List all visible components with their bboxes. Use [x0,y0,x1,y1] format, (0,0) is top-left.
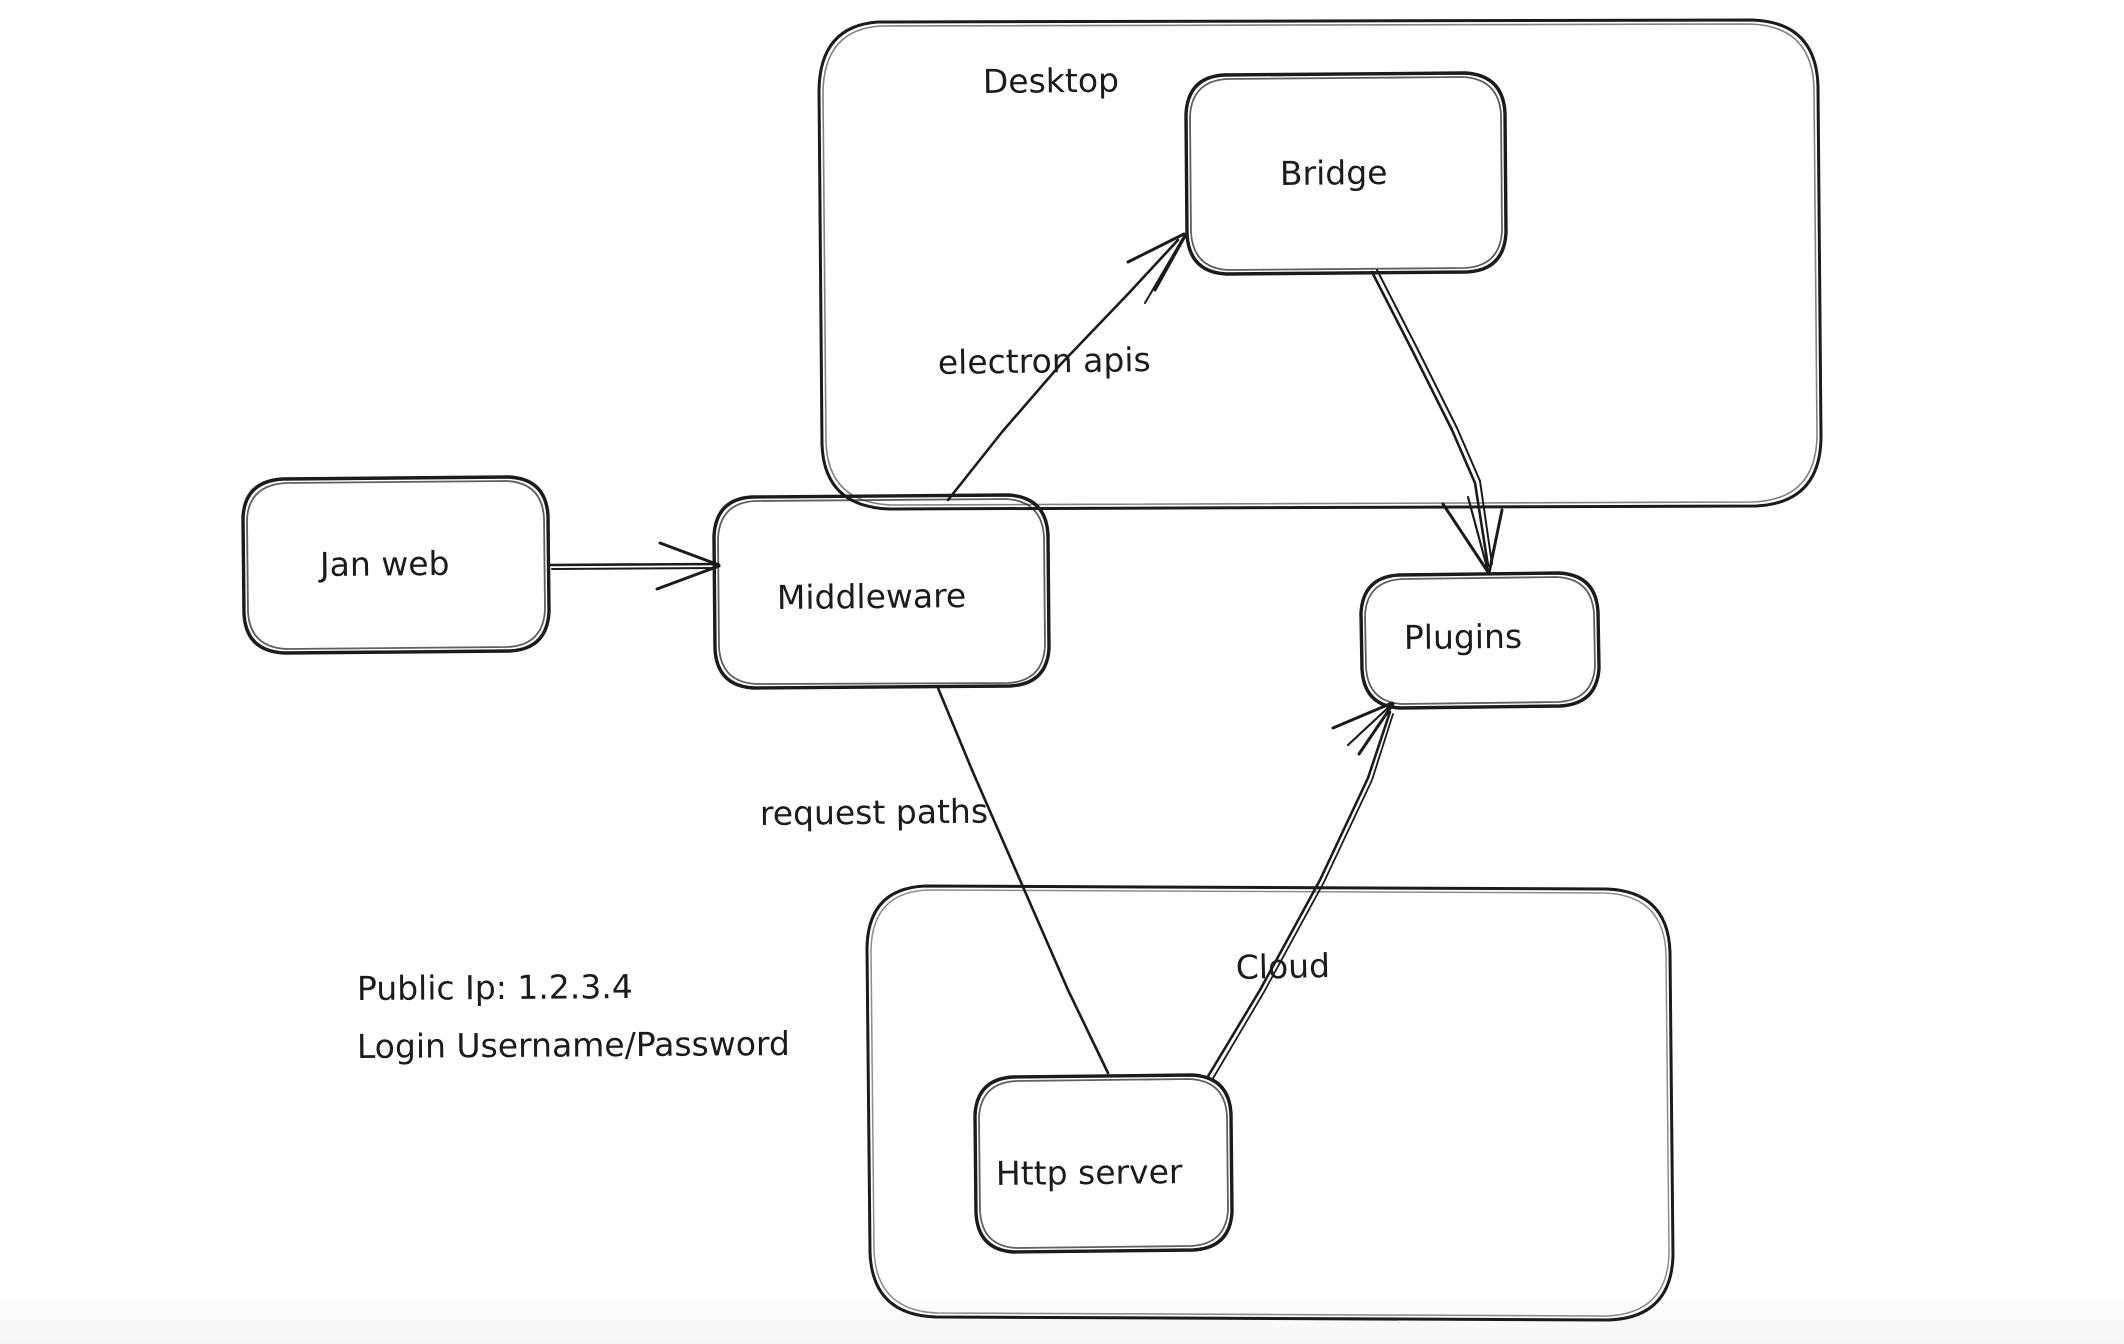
node-http-server-label: Http server [996,1152,1183,1193]
node-jan-web-label: Jan web [318,544,450,584]
node-middleware-label: Middleware [777,576,967,617]
group-cloud[interactable] [865,884,1675,1322]
edge-label-request-paths: request paths [760,792,989,833]
node-middleware[interactable]: Middleware [712,493,1051,690]
edge-middleware-to-bridge[interactable]: electron apis [938,232,1187,502]
node-bridge-label: Bridge [1280,153,1388,193]
edge-janweb-to-middleware[interactable] [547,541,721,591]
node-plugins[interactable]: Plugins [1359,571,1601,710]
edge-bridge-to-plugins[interactable] [1370,269,1504,575]
node-jan-web[interactable]: Jan web [241,475,551,655]
node-bridge[interactable]: Bridge [1184,71,1508,276]
group-desktop-label: Desktop [983,61,1119,101]
note-login: Login Username/Password [357,1024,790,1066]
node-http-server[interactable]: Http server [973,1073,1234,1254]
node-plugins-label: Plugins [1404,617,1523,657]
edge-httpserver-to-plugins[interactable]: Cloud [1205,701,1395,1081]
notes-block[interactable]: Public Ip: 1.2.3.4 Login Username/Passwo… [357,967,790,1066]
group-desktop[interactable]: Desktop [817,18,1823,511]
edge-middleware-to-httpserver[interactable]: request paths [760,686,1110,1075]
edge-label-electron-apis: electron apis [938,340,1151,382]
note-public-ip: Public Ip: 1.2.3.4 [357,967,633,1008]
edge-label-cloud: Cloud [1235,946,1330,987]
